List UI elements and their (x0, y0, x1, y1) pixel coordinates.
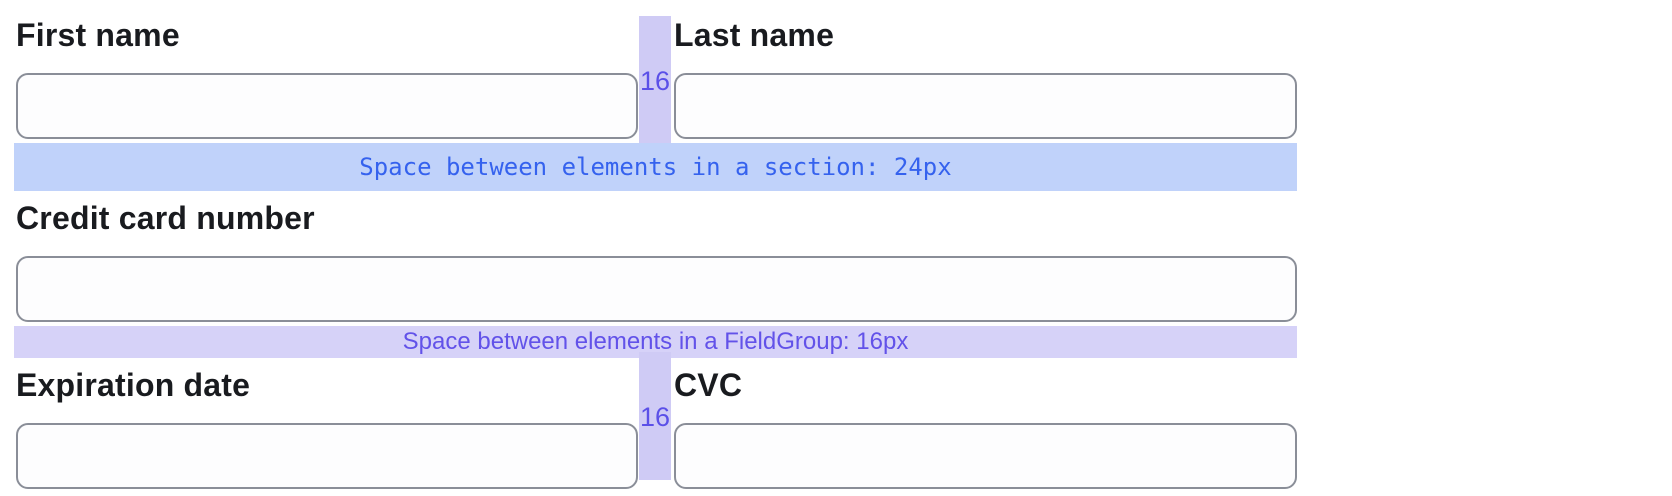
column-gap-value-top: 16 (639, 66, 671, 96)
spacer (16, 191, 1297, 199)
expiry-cvc-field-row: Expiration date CVC (16, 366, 1297, 489)
fieldgroup-spacing-label: Space between elements in a FieldGroup: … (402, 328, 909, 355)
first-name-label: First name (16, 17, 180, 53)
last-name-input[interactable] (674, 73, 1297, 139)
form-content: First name Last name Space between eleme… (14, 16, 1297, 489)
first-name-input[interactable] (16, 73, 638, 139)
section-spacing-label: Space between elements in a section: 24p… (359, 153, 952, 181)
cvc-input[interactable] (674, 423, 1297, 489)
card-number-label: Credit card number (16, 200, 315, 236)
field-card-number: Credit card number (16, 199, 1297, 322)
name-field-row: First name Last name (16, 16, 1297, 139)
field-last-name: Last name (674, 16, 1297, 139)
column-gap-bar-top: 16 (639, 16, 671, 143)
field-cvc: CVC (674, 366, 1297, 489)
expiration-date-label: Expiration date (16, 367, 251, 403)
field-first-name: First name (16, 16, 638, 139)
fieldgroup-spacing-band: Space between elements in a FieldGroup: … (14, 326, 1297, 358)
column-gap-bar-bottom: 16 (639, 352, 671, 480)
last-name-label: Last name (674, 17, 835, 53)
column-gap-value-bottom: 16 (639, 402, 671, 432)
section-spacing-band: Space between elements in a section: 24p… (14, 143, 1297, 191)
cvc-label: CVC (674, 367, 743, 403)
card-number-input[interactable] (16, 256, 1297, 322)
expiration-date-input[interactable] (16, 423, 638, 489)
field-expiration-date: Expiration date (16, 366, 638, 489)
